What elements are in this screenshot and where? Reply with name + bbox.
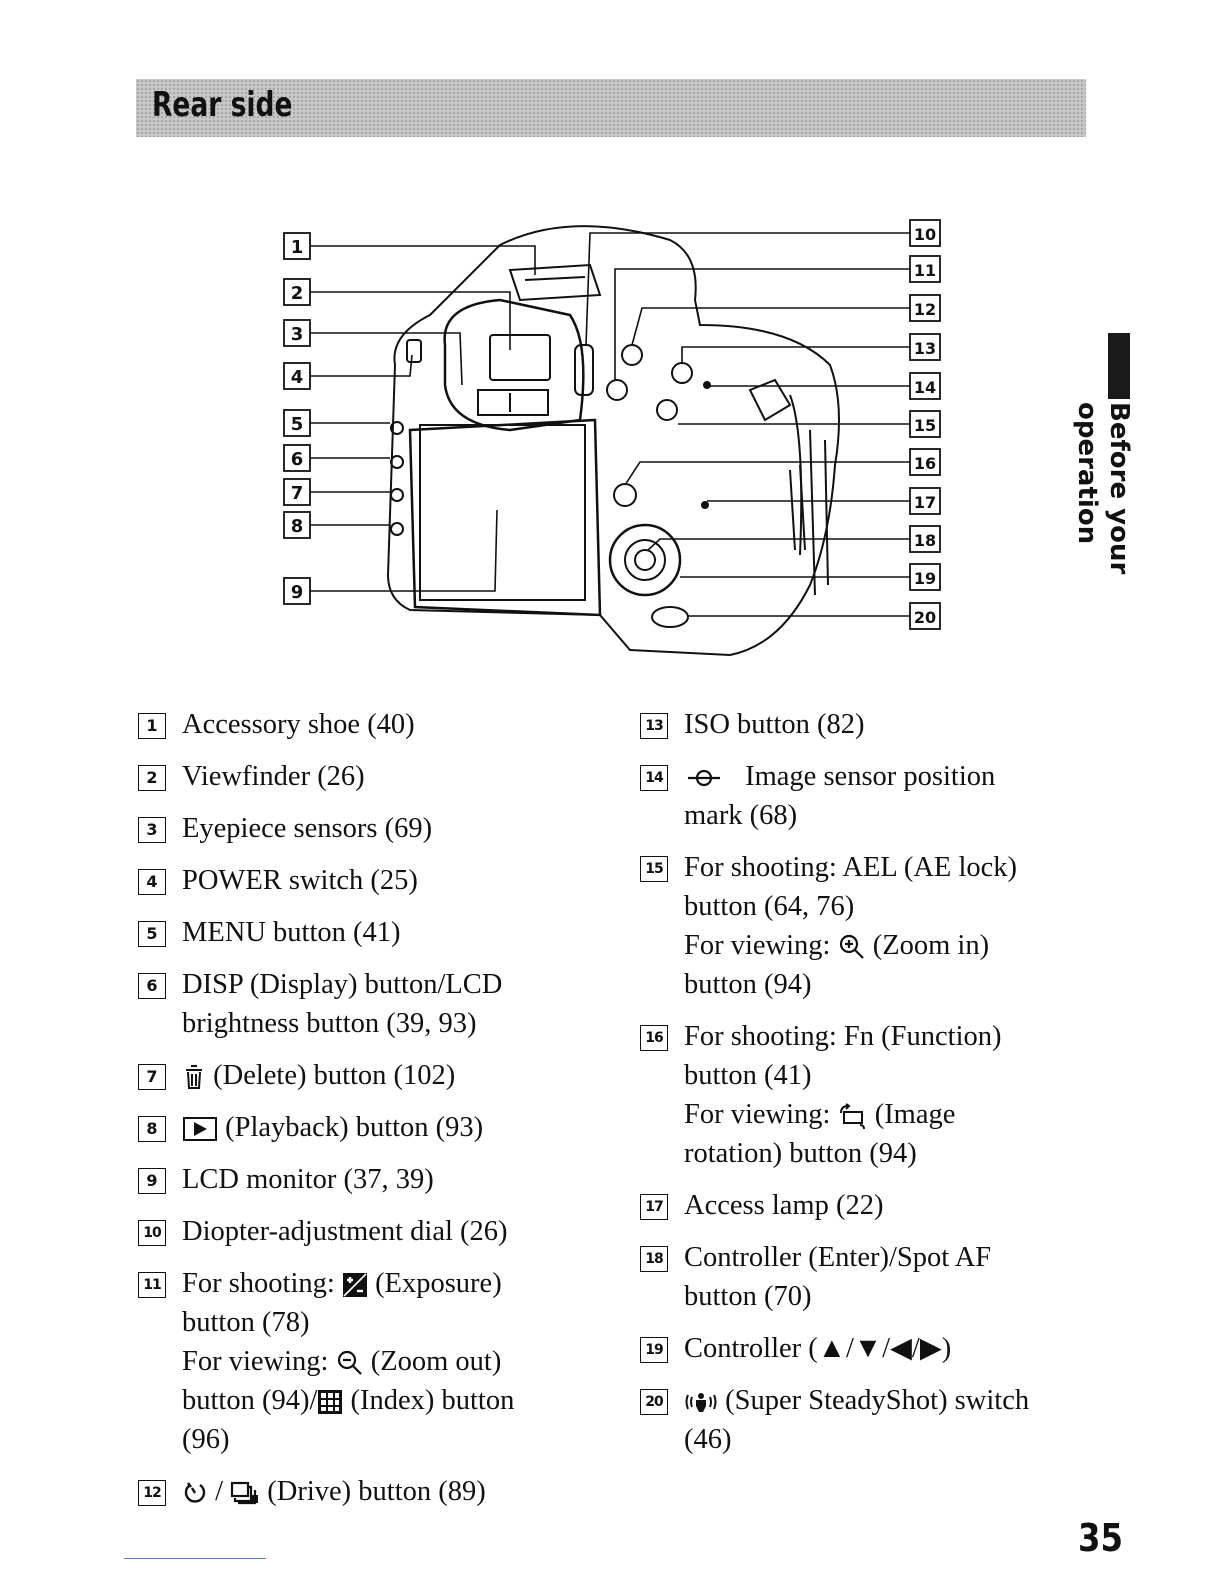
steadyshot-icon xyxy=(684,1390,718,1414)
svg-text:19: 19 xyxy=(914,569,936,588)
callout-20: 20 xyxy=(910,603,940,629)
legend-item-7: 7 (Delete) button (102) xyxy=(138,1056,598,1095)
svg-text:13: 13 xyxy=(914,339,936,358)
zoom-in-icon xyxy=(838,933,866,961)
callout-10: 10 xyxy=(910,220,940,246)
callout-2: 2 xyxy=(284,279,310,305)
continuous-drive-icon xyxy=(230,1481,260,1505)
svg-text:5: 5 xyxy=(291,414,304,435)
svg-text:10: 10 xyxy=(914,225,936,244)
svg-text:8: 8 xyxy=(291,516,304,537)
svg-text:20: 20 xyxy=(914,608,936,627)
callout-3: 3 xyxy=(284,320,310,346)
playback-icon xyxy=(182,1116,218,1142)
svg-text:2: 2 xyxy=(291,283,304,304)
svg-text:16: 16 xyxy=(914,454,936,473)
svg-text:18: 18 xyxy=(914,531,936,550)
side-label: Before your operation xyxy=(1103,402,1135,672)
callout-8: 8 xyxy=(284,512,310,538)
callout-11: 11 xyxy=(910,256,940,282)
sensor-mark-icon xyxy=(684,766,724,790)
page-number: 35 xyxy=(1078,1516,1123,1560)
callout-16: 16 xyxy=(910,449,940,475)
legend-item-15: 15 For shooting: AEL (AE lock) button (6… xyxy=(640,848,1090,1004)
callout-9: 9 xyxy=(284,578,310,604)
legend-item-14: 14 Image sensor position mark (68) xyxy=(640,757,1090,835)
svg-text:11: 11 xyxy=(914,261,936,280)
callout-17: 17 xyxy=(910,488,940,514)
index-icon xyxy=(317,1389,343,1415)
callout-18: 18 xyxy=(910,526,940,552)
svg-text:9: 9 xyxy=(291,582,304,603)
callout-7: 7 xyxy=(284,479,310,505)
svg-text:14: 14 xyxy=(914,378,936,397)
legend-item-11: 11 For shooting: (Exposure) button (78) … xyxy=(138,1264,598,1459)
svg-text:1: 1 xyxy=(291,237,304,258)
callout-1: 1 xyxy=(284,233,310,259)
svg-text:7: 7 xyxy=(291,483,304,504)
zoom-out-icon xyxy=(336,1349,364,1377)
svg-text:3: 3 xyxy=(291,324,304,345)
camera-rear-diagram: 1 2 3 4 5 6 7 8 9 10 11 12 13 14 15 16 1… xyxy=(270,205,950,665)
callout-4: 4 xyxy=(284,363,310,389)
rotate-icon xyxy=(838,1103,868,1129)
callout-14: 14 xyxy=(910,373,940,399)
legend-item-20: 20 (Super SteadyShot) switch (46) xyxy=(640,1381,1090,1459)
svg-text:4: 4 xyxy=(291,367,304,388)
callout-15: 15 xyxy=(910,411,940,437)
side-tab-marker xyxy=(1108,333,1130,399)
footer-rule xyxy=(124,1558,266,1559)
callout-12: 12 xyxy=(910,295,940,321)
svg-text:6: 6 xyxy=(291,449,304,470)
legend-item-16: 16 For shooting: Fn (Function) button (4… xyxy=(640,1017,1090,1173)
self-timer-icon xyxy=(182,1480,208,1506)
legend-item-12: 12 / (Drive) button (89) xyxy=(138,1472,598,1511)
legend-item-8: 8 (Playback) button (93) xyxy=(138,1108,598,1147)
section-title: Rear side xyxy=(152,85,292,125)
svg-text:12: 12 xyxy=(914,300,936,319)
callout-13: 13 xyxy=(910,334,940,360)
callout-19: 19 xyxy=(910,564,940,590)
section-title-bar: Rear side xyxy=(136,79,1086,137)
callout-5: 5 xyxy=(284,410,310,436)
exposure-icon xyxy=(342,1272,368,1298)
trash-icon xyxy=(182,1064,206,1090)
svg-text:17: 17 xyxy=(914,493,936,512)
svg-text:15: 15 xyxy=(914,416,936,435)
callout-6: 6 xyxy=(284,445,310,471)
